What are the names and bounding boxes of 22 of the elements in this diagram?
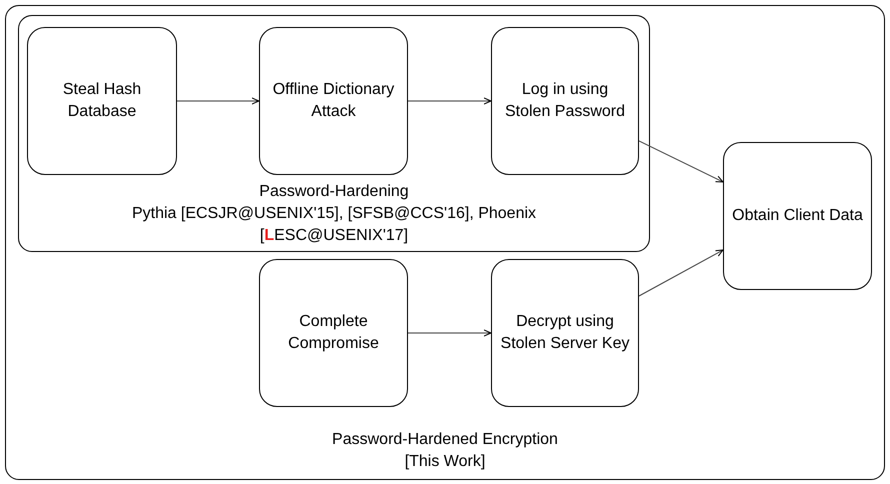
node-label: Log in using Stolen Password [504,80,626,122]
process-box [491,259,639,407]
process-box [259,259,408,407]
process-box [723,142,872,290]
arrow [638,140,724,182]
group-box [18,15,650,252]
node-label: Offline Dictionary Attack [272,80,396,122]
process-box [491,27,639,175]
group-box [5,5,885,480]
process-box [27,27,177,175]
group-title: Password-Hardened Encryption [This Work] [331,430,559,472]
arrow [176,98,260,104]
arrow [408,98,492,104]
node-label: Obtain Client Data [732,206,863,226]
group-subtitle: Pythia [ECSJR@USENIX'15], [SFSB@CCS'16], Phoenix [LESC@USENIX'17] [130,204,538,246]
node-label: Complete Compromise [287,312,380,354]
node-label: Steal Hash Database [62,80,142,122]
arrow [408,330,492,336]
node-label: Decrypt using Stolen Server Key [500,312,630,354]
process-box [259,27,408,175]
arrow [638,250,724,296]
group-title: Password-Hardening [259,182,409,202]
